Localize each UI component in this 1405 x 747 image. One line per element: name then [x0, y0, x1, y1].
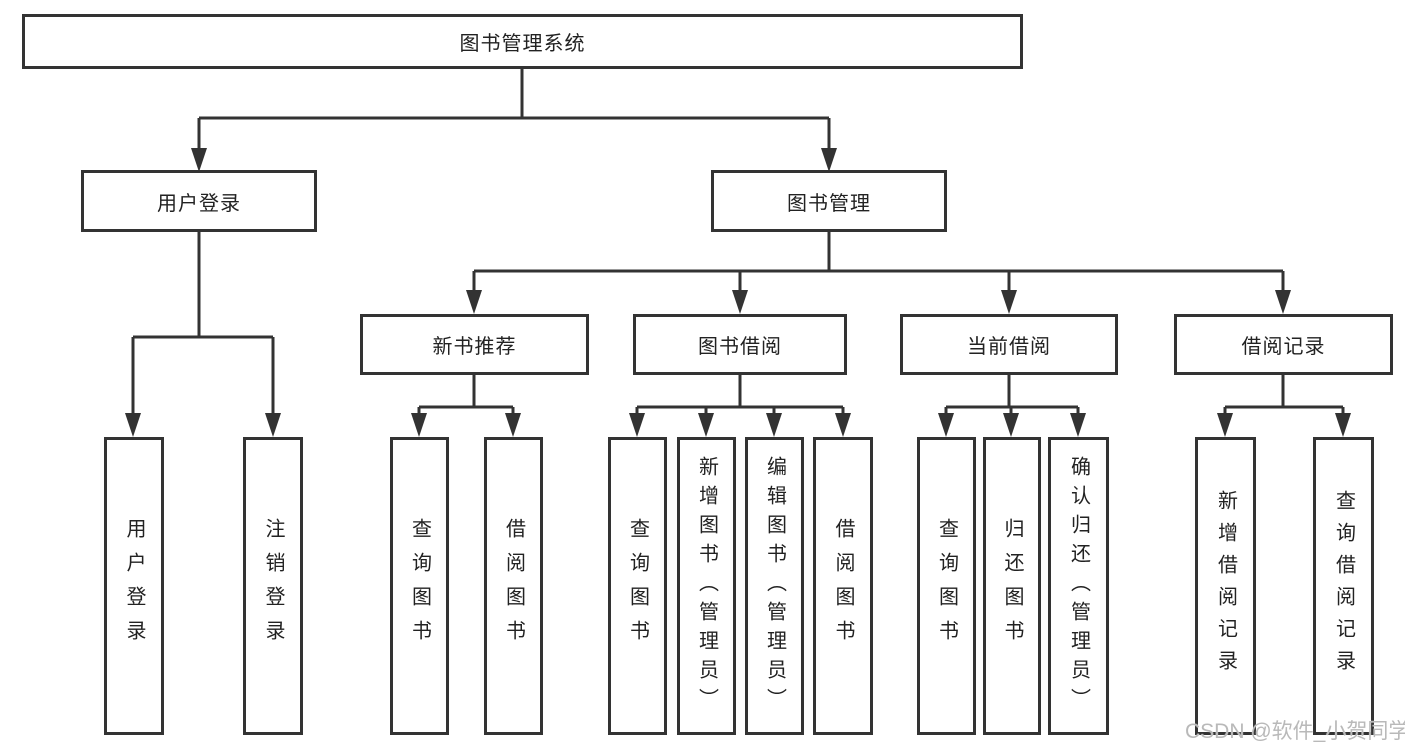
- leaf-borrow-books-recommend: 借阅图书: [484, 437, 543, 735]
- leaf-query-books-borrowing: 查询图书: [608, 437, 667, 735]
- node-new-book-recommend: 新书推荐: [360, 314, 589, 375]
- leaf-label: 借阅图书: [502, 518, 525, 654]
- leaf-query-books-current: 查询图书: [917, 437, 976, 735]
- node-current-borrowing: 当前借阅: [900, 314, 1118, 375]
- node-book-management: 图书管理: [711, 170, 947, 232]
- leaf-label: 查询借阅记录: [1332, 490, 1355, 682]
- node-book-borrowing: 图书借阅: [633, 314, 847, 375]
- leaf-label: 确认归还（管理员）: [1067, 455, 1090, 717]
- leaf-label: 新增借阅记录: [1214, 490, 1237, 682]
- leaf-query-borrow-record: 查询借阅记录: [1313, 437, 1374, 735]
- leaf-logout-login: 注销登录: [243, 437, 303, 735]
- leaf-confirm-return-admin: 确认归还（管理员）: [1048, 437, 1109, 735]
- csdn-watermark: CSDN @软件_小贺同学: [1185, 720, 1405, 743]
- node-library-system: 图书管理系统: [22, 14, 1023, 69]
- leaf-query-books-recommend: 查询图书: [390, 437, 449, 735]
- leaf-label: 查询图书: [935, 518, 958, 654]
- leaf-label: 编辑图书（管理员）: [763, 455, 786, 717]
- leaf-user-login: 用户登录: [104, 437, 164, 735]
- leaf-label: 注销登录: [262, 518, 284, 654]
- leaf-edit-books-admin: 编辑图书（管理员）: [745, 437, 804, 735]
- node-user-login: 用户登录: [81, 170, 317, 232]
- node-borrowing-records: 借阅记录: [1174, 314, 1393, 375]
- leaf-label: 用户登录: [123, 518, 145, 654]
- leaf-label: 查询图书: [408, 518, 431, 654]
- leaf-label: 借阅图书: [832, 518, 854, 654]
- leaf-label: 归还图书: [1001, 518, 1023, 654]
- leaf-add-books-admin: 新增图书（管理员）: [677, 437, 736, 735]
- leaf-label: 查询图书: [626, 518, 649, 654]
- leaf-add-borrow-record: 新增借阅记录: [1195, 437, 1256, 735]
- leaf-return-books: 归还图书: [983, 437, 1041, 735]
- leaf-label: 新增图书（管理员）: [695, 455, 718, 717]
- leaf-borrow-books-borrowing: 借阅图书: [813, 437, 873, 735]
